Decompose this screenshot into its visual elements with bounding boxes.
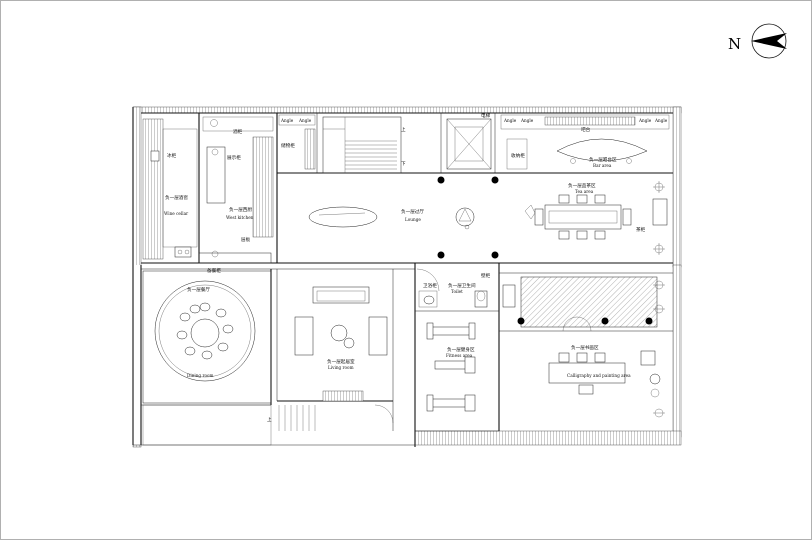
fitness-area-room: 负一层健身区 Fitness area: [426, 322, 476, 412]
calligraphy-label-en: Calligraphy and painting area: [567, 373, 631, 378]
plant-icon: [653, 280, 665, 418]
dining-room: 负一层餐厅 Dining room: [142, 270, 272, 446]
living-room: 负一层起居室 Living room 上: [267, 286, 394, 431]
west-kitchen-label-en: West kitchen: [226, 215, 254, 220]
lounge-label-en: Lounge: [405, 217, 421, 222]
west-kitchen-label-cn: 负一层西厨: [229, 206, 252, 213]
west-kitchen-room: 酒柜 展示柜 负一层西厨 West kitchen 备餐柜 层板: [202, 116, 274, 274]
wine-cellar-label-cn: 负一层酒窖: [165, 194, 188, 201]
stair-up-label-2: 上: [267, 416, 272, 423]
living-label-cn: 负一层起居室: [327, 358, 355, 365]
fixture-wine-rack: 酒柜: [233, 128, 243, 135]
top-cab-label-2: Angle: [298, 118, 312, 123]
tea-area-label-cn: 负一层品茶区: [568, 182, 596, 189]
fixture-closet: 壁柜: [481, 272, 491, 279]
fixture-display-cab: 展示柜: [227, 154, 241, 161]
stair-down-label: 下: [401, 161, 406, 167]
top-cab-label-4: Angle: [520, 118, 534, 123]
fixture-tea-cabinet: 茶柜: [636, 226, 646, 233]
stair-and-storage: Angle Angle 储物柜 上 下 电梯: [278, 112, 492, 174]
top-cab-label-1: Angle: [280, 118, 294, 123]
stair-treads: [323, 117, 397, 173]
fixture-bar-counter: 吧台: [581, 126, 591, 133]
fixture-chest: 卫浴柜: [423, 282, 437, 289]
dining-label-cn: 负一层餐厅: [187, 286, 210, 293]
lounge-room: 负一层过厅 Lounge: [308, 176, 499, 259]
fixture-storage: 储物柜: [281, 142, 295, 149]
fixture-storage-shelf: 收纳柜: [511, 152, 525, 159]
compass-arrow-icon: [751, 33, 787, 49]
living-label-en: Living room: [328, 365, 354, 370]
fixture-cooler: 冰柜: [167, 152, 177, 159]
top-cab-label-5: Angle: [638, 118, 652, 123]
lounge-label-cn: 负一层过厅: [401, 208, 424, 215]
dining-label-en: Dining room: [187, 373, 213, 378]
wine-cellar-label-en: Wine cellar: [164, 211, 188, 216]
wine-cellar-room: 冰柜 负一层酒窖 Wine cellar: [142, 118, 198, 260]
stair-up-label: 上: [401, 126, 406, 133]
plant-icon: [653, 181, 665, 255]
north-letter: N: [728, 35, 741, 53]
north-compass: N: [728, 23, 787, 59]
tea-area-label-en: Tea area: [575, 189, 594, 194]
calligraphy-label-cn: 负一层书画区: [571, 344, 599, 351]
fitness-label-en: Fitness area: [446, 353, 473, 358]
fitness-label-cn: 负一层健身区: [447, 346, 475, 353]
bar-area-label-cn: 负一层吧台区: [589, 156, 617, 163]
calligraphy-room: 负一层书画区 Calligraphy and painting area: [517, 276, 665, 418]
bar-area-label-en: Bar area: [593, 163, 612, 168]
fixture-pantry: 备餐柜: [207, 267, 221, 274]
toilet-label-en: Toilet: [451, 289, 463, 294]
top-cab-label-3: Angle: [503, 118, 517, 123]
tea-area-room: 负一层品茶区 Tea area 茶柜: [524, 181, 668, 255]
top-cab-label-6: Angle: [654, 118, 668, 123]
bar-area-room: Angle Angle Angle Angle 吧台 负一层吧台区 Bar ar…: [500, 114, 670, 170]
toilet-room: 负一层卫生间 Toilet 卫浴柜 壁柜: [416, 268, 516, 308]
fixture-lift: 电梯: [481, 112, 491, 119]
toilet-label-cn: 负一层卫生间: [448, 282, 476, 289]
dining-chairs: [176, 302, 234, 360]
fixture-shelf: 层板: [241, 236, 251, 243]
